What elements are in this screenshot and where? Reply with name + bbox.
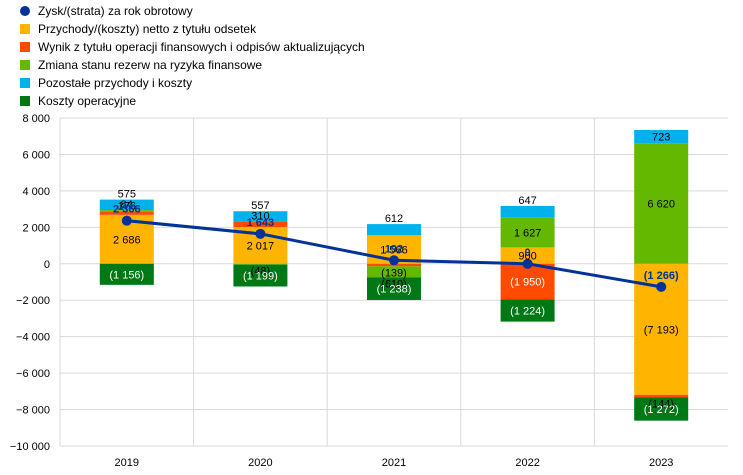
profit-point (656, 281, 667, 292)
legend-item-interest: Przychody/(koszty) netto z tytułu odsete… (20, 20, 256, 38)
bar-provisions (99, 210, 154, 212)
y-axis: 8 000 6 000 4 000 2 000 0 −2 000 −4 000 −6 000 −… (10, 113, 50, 453)
data-label-provisions: (48) (251, 266, 271, 278)
data-label-fin_ops: 310 (251, 210, 269, 222)
bar-provisions (367, 266, 421, 278)
data-label-interest: 900 (518, 251, 536, 263)
x-tick-label: 2023 (649, 457, 673, 469)
legend-item-provisions: Zmiana stanu rezerw na ryzyka finansowe (20, 56, 262, 74)
legend-swatch (20, 60, 30, 70)
data-label-interest: 1 566 (380, 245, 408, 257)
legend-label: Przychody/(koszty) netto z tytułu odsete… (38, 22, 257, 36)
profit-point (255, 228, 266, 239)
data-label-fin_ops: 176 (118, 201, 136, 213)
y-tick-label: 2 000 (22, 222, 50, 234)
bar-fin_ops (99, 211, 154, 215)
y-tick-label: −10 000 (10, 441, 50, 453)
data-label-interest: (7 193) (644, 324, 679, 336)
data-label-provisions: (610) (381, 278, 407, 290)
data-label-provisions: 1 627 (514, 228, 542, 240)
bar-opex (99, 263, 154, 285)
bar-other (500, 205, 555, 218)
data-label-interest: 2 017 (247, 240, 275, 252)
data-label-other: 647 (518, 195, 536, 207)
data-label-profit: 0 (525, 247, 531, 259)
data-label-opex: (1 238) (377, 284, 412, 296)
bar-interest (500, 247, 555, 264)
legend-swatch (20, 42, 30, 52)
legend-swatch (20, 24, 30, 34)
profit-point (389, 255, 399, 266)
bar-fin_ops (634, 394, 689, 398)
data-label-fin_ops: (1 950) (510, 277, 545, 289)
bar-opex (367, 277, 421, 300)
data-label-other: 723 (652, 132, 670, 144)
data-label-opex: (1 199) (243, 271, 278, 283)
bar-other (634, 129, 689, 144)
y-tick-label: 8 000 (22, 113, 50, 125)
x-tick-label: 2022 (515, 457, 539, 469)
y-tick-label: 6 000 (22, 149, 50, 161)
bar-opex (634, 397, 689, 421)
bar-opex (500, 299, 555, 322)
legend-item-other: Pozostałe przychody i koszty (20, 74, 192, 92)
data-label-opex: (1 224) (510, 305, 545, 317)
data-label-profit: (1 266) (644, 270, 679, 282)
y-tick-label: −6 000 (16, 368, 50, 380)
legend-item-profit: Zysk/(strata) za rok obrotowy (20, 2, 193, 20)
bar-other (367, 224, 421, 236)
legend-item-opex: Koszty operacyjne (20, 92, 136, 110)
bar-fin_ops (233, 221, 288, 228)
legend-swatch (20, 96, 30, 106)
legend-label: Wynik z tytułu operacji finansowych i od… (38, 40, 365, 54)
bar-provisions (500, 217, 555, 248)
data-label-other: 612 (385, 213, 403, 225)
profit-point (121, 215, 132, 226)
legend-label: Koszty operacyjne (38, 94, 137, 108)
x-tick-label: 2020 (248, 457, 272, 469)
data-label-profit: 2 366 (113, 204, 141, 216)
profit-point (522, 258, 533, 269)
y-tick-label: −2 000 (16, 295, 50, 307)
bar-other (99, 199, 154, 211)
y-tick-label: 0 (44, 259, 50, 271)
data-label-opex: (1 156) (109, 269, 144, 281)
data-label-opex: (1 272) (644, 404, 679, 416)
legend-label: Pozostałe przychody i koszty (38, 76, 193, 90)
legend-label: Zmiana stanu rezerw na ryzyka finansowe (38, 58, 263, 72)
bar-fin_ops (500, 263, 555, 300)
bar-opex (233, 264, 288, 287)
data-label-other: 557 (251, 200, 269, 212)
legend-item-fin_ops: Wynik z tytułu operacji finansowych i od… (20, 38, 365, 56)
legend-swatch (20, 6, 30, 16)
x-axis: 2019 2020 2021 2022 2023 (115, 457, 674, 469)
data-label-fin_ops: (139) (381, 267, 407, 279)
profit-line (121, 215, 667, 292)
data-label-provisions: 84 (121, 199, 133, 211)
data-label-profit: 1 643 (247, 217, 275, 229)
data-label-other: 575 (118, 189, 136, 201)
legend-label: Zysk/(strata) za rok obrotowy (38, 4, 193, 18)
data-label-fin_ops: (144) (648, 398, 674, 410)
legend-swatch (20, 78, 30, 88)
data-label-interest: 2 686 (113, 234, 141, 246)
data-label-provisions: 6 620 (647, 198, 675, 210)
x-tick-label: 2021 (382, 457, 406, 469)
y-tick-label: −8 000 (16, 405, 50, 417)
bar-provisions (634, 143, 689, 264)
data-label-profit: 192 (385, 243, 403, 255)
x-tick-label: 2019 (115, 457, 139, 469)
y-tick-label: 4 000 (22, 186, 50, 198)
y-tick-label: −4 000 (16, 332, 50, 344)
bar-other (233, 211, 288, 222)
bar-provisions (233, 263, 288, 265)
